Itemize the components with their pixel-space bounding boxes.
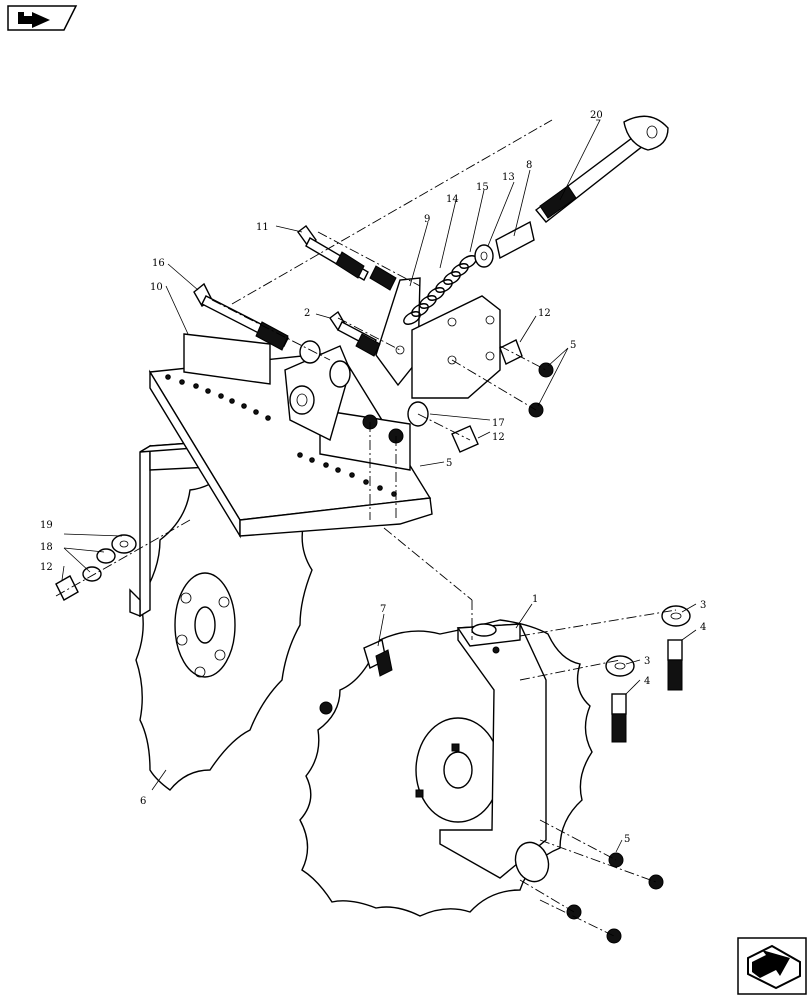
leader-lines (61, 119, 697, 853)
disc-blade-right (299, 619, 593, 917)
compression-spring (403, 255, 477, 325)
callout-12-c: 12 (40, 562, 53, 573)
hardware-right-side (319, 605, 691, 944)
callout-5-b: 5 (446, 458, 452, 469)
callout-15: 15 (476, 182, 489, 193)
nuts-right-of-bracket (362, 339, 554, 453)
callout-7: 7 (380, 604, 386, 615)
callout-6: 6 (140, 796, 146, 807)
washers-left (55, 534, 137, 601)
callout-11: 11 (256, 222, 269, 233)
adjuster-bracket (375, 277, 501, 399)
bolt-16 (193, 282, 321, 364)
callout-5-c: 5 (624, 834, 630, 845)
washer-and-sleeve (474, 220, 535, 268)
callout-2: 2 (304, 308, 310, 319)
bolt-2 (329, 310, 381, 357)
callout-8: 8 (526, 160, 532, 171)
callout-labels: 20 8 13 15 14 9 11 16 10 2 12 5 17 12 5 … (40, 110, 706, 845)
previous-page-arrow-icon[interactable] (7, 5, 78, 31)
beam-holes (165, 374, 397, 497)
callout-4-b: 4 (644, 676, 650, 687)
callout-18: 18 (40, 542, 53, 553)
threaded-adjusting-rod (534, 115, 669, 223)
disc-standard-arm (439, 623, 550, 883)
next-page-arrow-icon[interactable] (737, 937, 807, 995)
assembly-centerlines (55, 119, 677, 937)
callout-10: 10 (150, 282, 163, 293)
disc-blade-left (135, 463, 313, 791)
callout-1: 1 (532, 594, 538, 605)
callout-16: 16 (152, 258, 165, 269)
callout-12-b: 12 (492, 432, 505, 443)
callout-13: 13 (502, 172, 515, 183)
callout-20: 20 (590, 110, 603, 121)
callout-3-a: 3 (700, 600, 706, 611)
callout-4-a: 4 (700, 622, 706, 633)
callout-19: 19 (40, 520, 53, 531)
bolt-11 (297, 225, 397, 291)
gang-beam (148, 333, 433, 539)
callout-17: 17 (492, 418, 505, 429)
callout-9: 9 (424, 214, 430, 225)
callout-3-b: 3 (644, 656, 650, 667)
callout-5-a: 5 (570, 340, 576, 351)
callout-14: 14 (446, 194, 459, 205)
callout-12-a: 12 (538, 308, 551, 319)
